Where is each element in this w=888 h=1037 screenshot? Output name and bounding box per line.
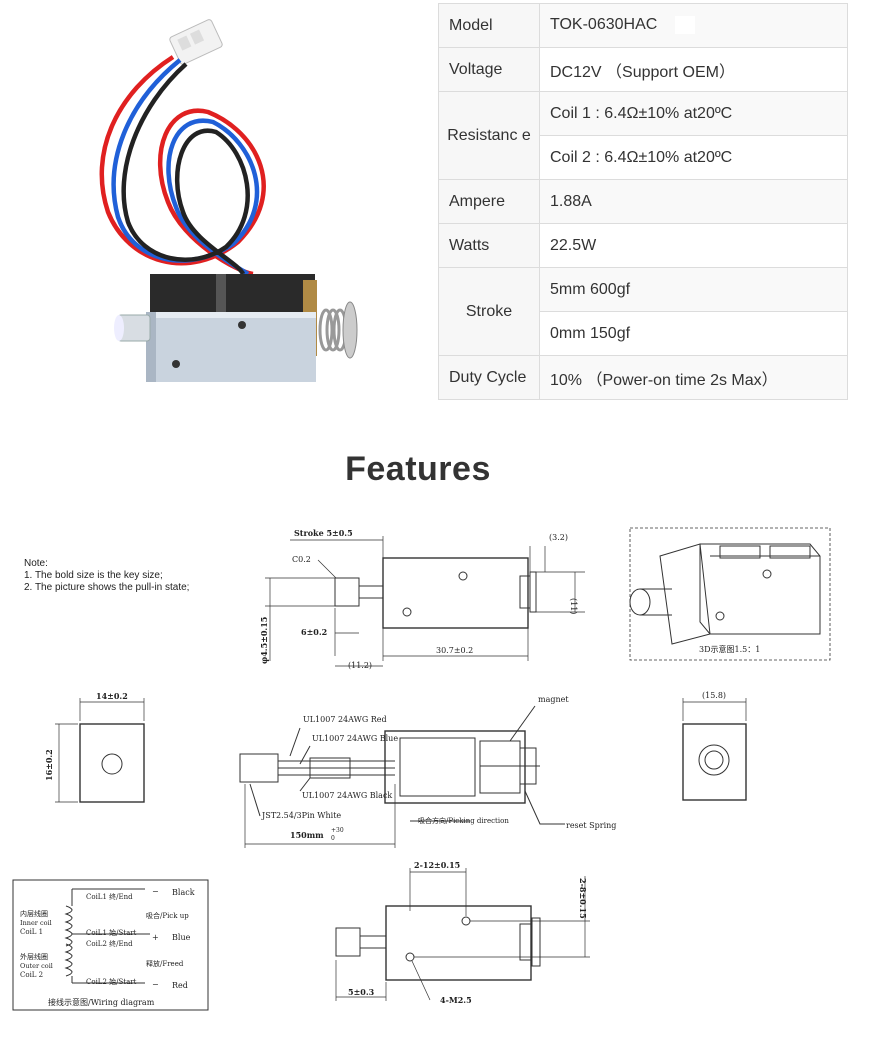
view-3d-caption: 3D示意图1.5：1 <box>699 644 760 654</box>
spec-value-model-text: TOK-0630HAC <box>550 16 658 34</box>
spec-value-coil1: Coil 1 : 6.4Ω±10% at20ºC <box>539 91 848 136</box>
spec-key-stroke: Stroke <box>438 267 540 356</box>
spec-row-stroke-2: 0mm 150gf <box>439 311 848 356</box>
dim-11: (11) <box>569 598 578 614</box>
label-reset-spring: reset Spring <box>566 821 616 830</box>
dim-6: 6±0.2 <box>301 627 327 637</box>
drawing-note: Note: 1. The bold size is the key size; … <box>24 558 189 594</box>
technical-drawing: Note: 1. The bold size is the key size; … <box>0 516 888 1037</box>
label-jst: JST2.54/3Pin White <box>261 811 341 820</box>
wiring-coil1-end: CoiL1 终/End <box>86 892 133 901</box>
spec-row-voltage: Voltage DC12V （Support OEM） <box>438 47 848 92</box>
spec-value-stroke2: 0mm 150gf <box>539 311 848 356</box>
side-wiring-view <box>239 705 565 848</box>
spec-value-voltage: DC12V （Support OEM） <box>539 47 848 92</box>
label-wire-tol-plus: +30 <box>331 827 344 834</box>
wiring-coil1-start: CoiL1 始/Start <box>86 928 137 937</box>
spec-key-ampere: Ampere <box>438 179 540 224</box>
dim-height-16: 16±0.2 <box>44 749 54 781</box>
dim-diameter: φ4.5±0.15 <box>259 617 269 664</box>
spec-row-ampere: Ampere 1.88A <box>438 179 848 224</box>
wiring-minus-1: − <box>152 887 159 896</box>
jst-connector-image <box>169 19 223 65</box>
label-picking-direction: 吸合方向/Picking direction <box>418 816 509 825</box>
dim-length: 30.7±0.2 <box>436 646 473 655</box>
dim-stroke: Stroke 5±0.5 <box>294 528 353 538</box>
spec-row-watts: Watts 22.5W <box>438 223 848 268</box>
wiring-blue: Blue <box>172 933 191 942</box>
spec-row-stroke-1: Stroke 5mm 600gf <box>438 267 848 356</box>
note-line-1: 1. The bold size is the key size; <box>24 570 163 581</box>
bottom-view <box>335 868 590 1001</box>
spec-value-ampere: 1.88A <box>539 179 848 224</box>
spec-value-duty: 10% （Power-on time 2s Max） <box>539 355 848 400</box>
wiring-outer-coil: CoiL 2 <box>20 971 43 979</box>
drawing-svg: Stroke 5±0.5 C0.2 (3.2) (11) φ4.5±0.15 6… <box>12 527 831 1011</box>
wiring-plus: + <box>152 933 159 942</box>
label-magnet: magnet <box>538 695 569 704</box>
black-wire <box>121 62 250 276</box>
solenoid-product-photo <box>99 19 358 382</box>
dim-hole-12: 2-12±0.15 <box>414 860 460 870</box>
spec-table: Model TOK-0630HAC Voltage DC12V （Support… <box>438 3 848 400</box>
dim-chamfer: C0.2 <box>292 555 311 564</box>
right-view <box>682 698 747 801</box>
3d-view <box>629 527 831 661</box>
spec-value-model: TOK-0630HAC <box>539 3 848 48</box>
dim-15-8: (15.8) <box>702 691 726 700</box>
spec-key-resistance: Resistanc e <box>438 91 540 180</box>
label-blue-wire: UL1007 24AWG Blue <box>312 734 398 743</box>
wiring-inner-coil: CoiL 1 <box>20 928 43 936</box>
note-line-2: 2. The picture shows the pull-in state; <box>24 582 190 593</box>
dim-5: 5±0.3 <box>348 987 375 997</box>
dim-width-14: 14±0.2 <box>96 691 128 701</box>
note-title: Note: <box>24 558 48 569</box>
wiring-diagram <box>12 879 209 1011</box>
dim-11-2: (11.2) <box>348 661 372 670</box>
wiring-freed: 释放/Freed <box>146 959 184 968</box>
spec-key-model: Model <box>438 3 540 48</box>
dim-m2-5: 4-M2.5 <box>440 995 472 1005</box>
spec-key-voltage: Voltage <box>438 47 540 92</box>
front-view <box>55 698 145 803</box>
wiring-coil2-end: CoiL2 终/End <box>86 939 133 948</box>
spec-row-resistance-2: Coil 2 : 6.4Ω±10% at20ºC <box>439 135 848 180</box>
red-wire <box>99 55 266 277</box>
dim-3-2: (3.2) <box>549 533 568 542</box>
wiring-black: Black <box>172 888 195 897</box>
spec-row-duty: Duty Cycle 10% （Power-on time 2s Max） <box>438 355 848 400</box>
wiring-outer-en: Outer coil <box>20 962 53 970</box>
wiring-minus-2: − <box>152 980 159 989</box>
top-view <box>265 536 585 667</box>
spec-key-duty: Duty Cycle <box>438 355 540 400</box>
label-black-wire: UL1007 24AWG Black <box>302 791 392 800</box>
wiring-coil2-start: CoiL2 始/Start <box>86 977 137 986</box>
spec-value-stroke1: 5mm 600gf <box>539 267 848 312</box>
spec-key-watts: Watts <box>438 223 540 268</box>
wiring-pickup: 吸合/Pick up <box>146 911 189 920</box>
features-heading: Features <box>345 450 491 488</box>
spec-value-coil2: Coil 2 : 6.4Ω±10% at20ºC <box>539 135 848 180</box>
spec-row-model: Model TOK-0630HAC <box>438 3 848 48</box>
wiring-outer-cn: 外层线圈 <box>20 952 48 961</box>
spec-row-resistance-1: Resistanc e Coil 1 : 6.4Ω±10% at20ºC <box>438 91 848 180</box>
spec-value-watts: 22.5W <box>539 223 848 268</box>
solenoid-body-image <box>114 274 358 382</box>
model-blank-box <box>675 16 696 35</box>
label-wire-length: 150mm <box>290 830 324 840</box>
wiring-red: Red <box>172 981 188 990</box>
dim-hole-8: 2-8±0.15 <box>578 878 588 919</box>
wiring-caption: 接线示意图/Wiring diagram <box>48 997 155 1007</box>
label-red-wire: UL1007 24AWG Red <box>303 715 387 724</box>
wiring-inner-cn: 内层线圈 <box>20 909 48 918</box>
wiring-inner-en: Inner coil <box>20 919 52 927</box>
blue-wire <box>111 58 260 276</box>
label-wire-tol-zero: 0 <box>331 835 335 842</box>
